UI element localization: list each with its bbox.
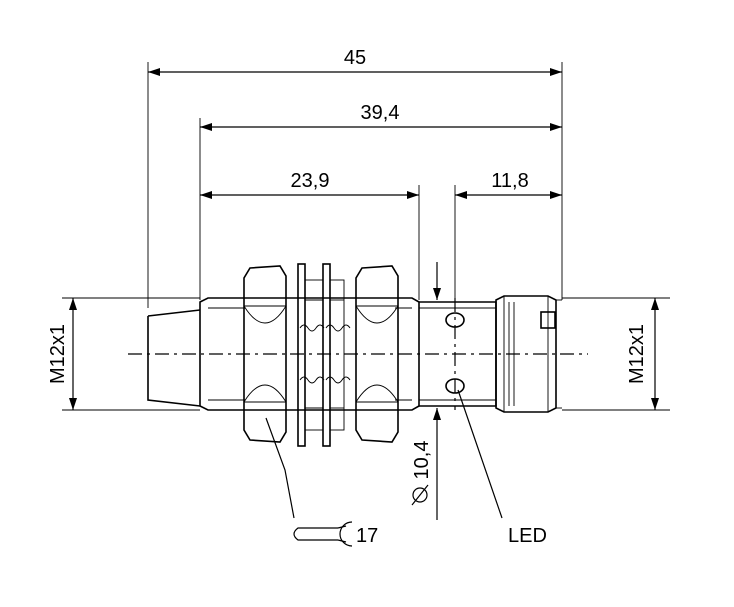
thread-left-label: M12x1 — [47, 324, 69, 384]
sensing-face — [147, 309, 201, 407]
dimension-45: 45 — [148, 47, 562, 76]
thread-right-label: M12x1 — [626, 324, 648, 384]
diameter-label: 10,4 — [411, 441, 433, 480]
dim-45-label: 45 — [344, 47, 366, 69]
dimension-thread-right: M12x1 — [626, 298, 659, 410]
led-window-top — [445, 312, 465, 328]
led-callout: LED — [457, 389, 547, 547]
dimension-11-8: 11,8 — [455, 170, 562, 199]
diameter-symbol — [411, 484, 429, 506]
connector-key — [540, 311, 556, 329]
dim-39-4-label: 39,4 — [361, 102, 400, 124]
wrench-size-label: 17 — [356, 525, 378, 547]
led-label: LED — [508, 525, 547, 547]
connector — [495, 295, 562, 413]
led-window-bottom — [445, 378, 465, 394]
hex-nut-left — [243, 265, 287, 443]
dim-11-8-label: 11,8 — [491, 170, 528, 192]
dimension-thread-left: M12x1 — [47, 298, 77, 410]
dim-23-9-label: 23,9 — [291, 170, 330, 192]
dimension-39-4: 39,4 — [200, 102, 562, 131]
dimension-diameter: 10,4 — [411, 262, 441, 520]
extension-lines — [62, 62, 670, 411]
wrench-icon — [293, 521, 353, 547]
hex-nut-right — [355, 265, 399, 443]
dimension-23-9: 23,9 — [200, 170, 419, 199]
washers — [297, 263, 351, 447]
wrench-callout: 17 — [265, 417, 378, 547]
sensor-body — [147, 263, 562, 447]
